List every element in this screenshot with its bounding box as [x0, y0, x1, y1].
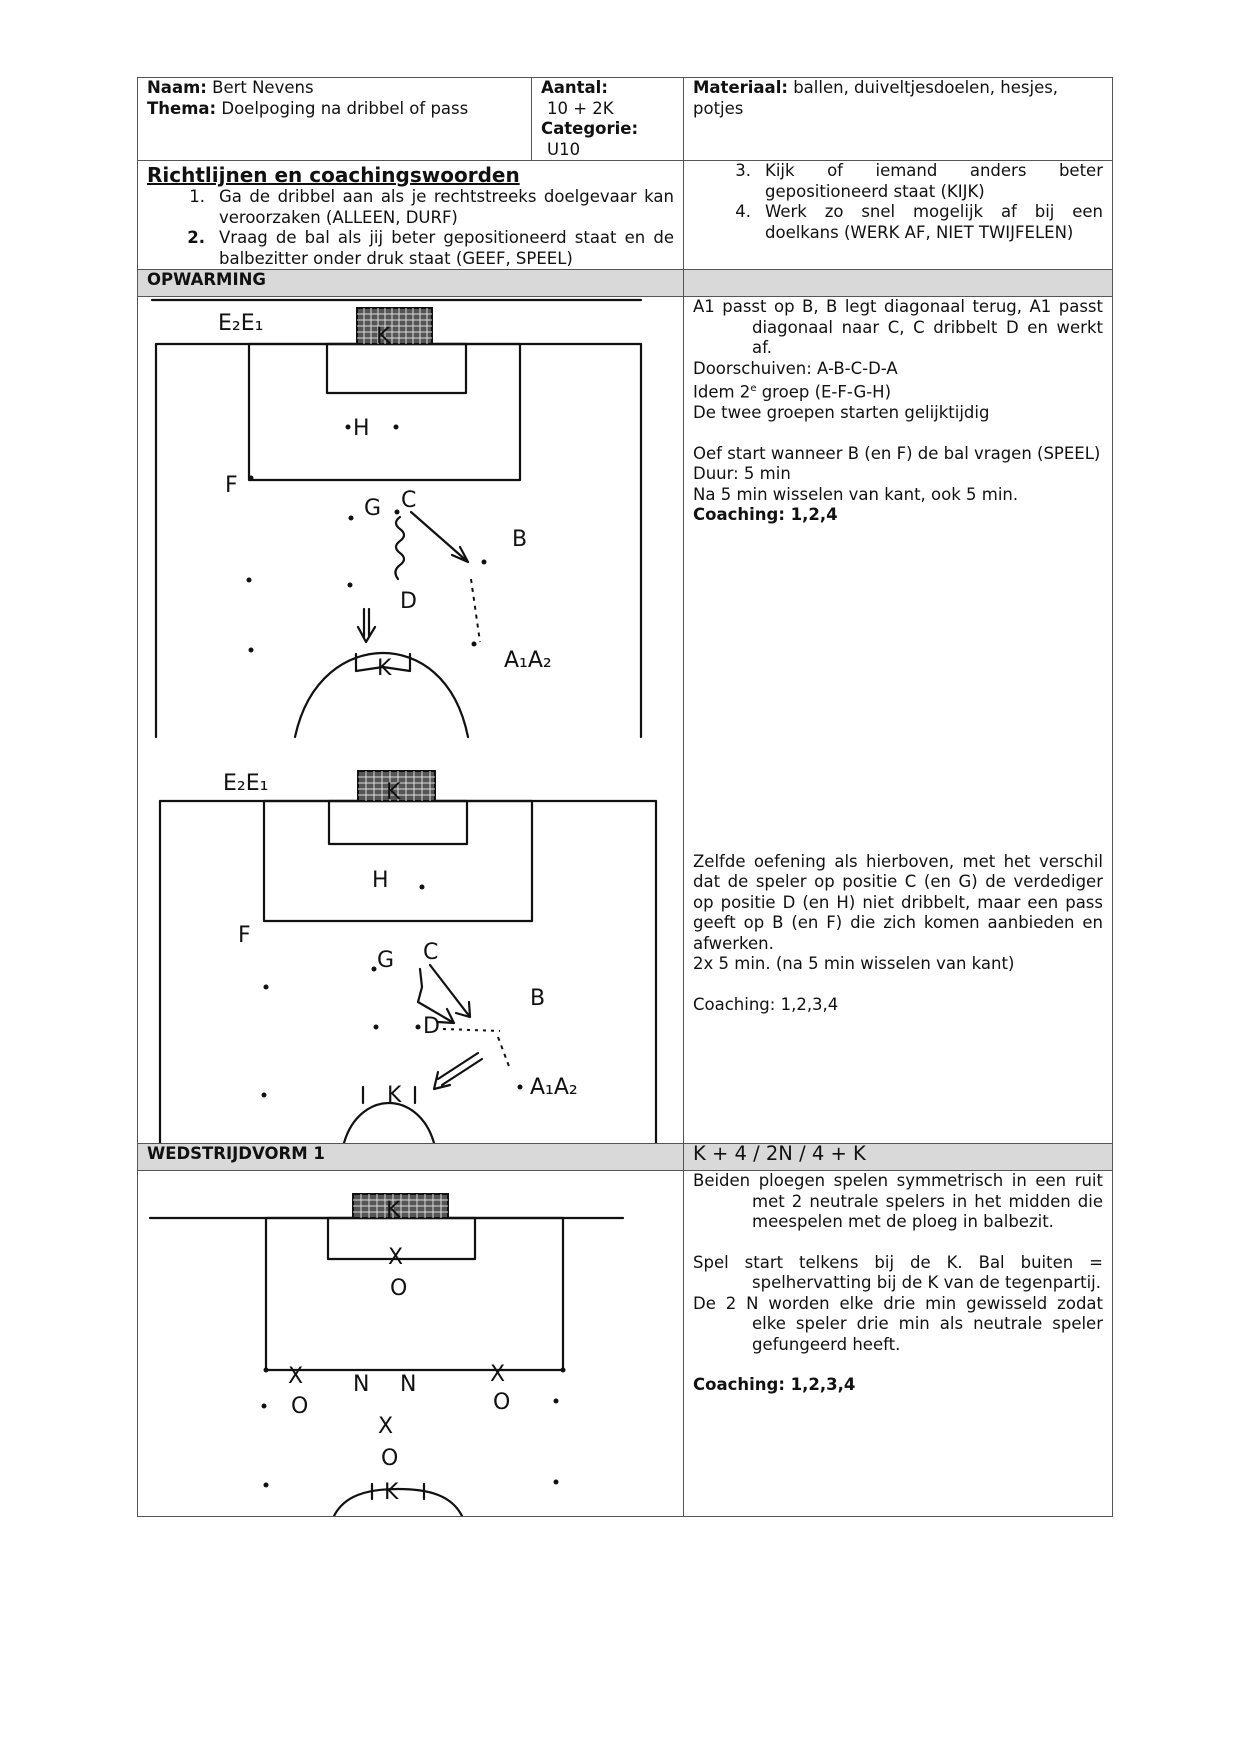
session-table: Naam: Bert Nevens Thema: Doelpoging na d…: [137, 77, 1113, 1517]
opwarming-title: OPWARMING: [137, 269, 684, 297]
guidelines-row: Richtlijnen en coachingswoorden 1.Ga de …: [137, 160, 1113, 270]
m-label-o1: O: [390, 1276, 407, 1301]
warmup-diagram-2: K E₂E₁ F H G C B D A₁A₂ K: [158, 770, 658, 1143]
label-f-2: F: [238, 923, 251, 948]
ex1-line1: A1 passt op B, B legt diagonaal terug, A…: [693, 297, 1103, 357]
m-label-x3: X: [490, 1362, 505, 1387]
match-line3: De 2 N worden elke drie min gewisseld zo…: [693, 1293, 1103, 1354]
ex2-text: Zelfde oefening als hierboven, met het v…: [693, 851, 1103, 953]
naam-value: Bert Nevens: [212, 78, 314, 97]
guidelines-right-cell: 3.Kijk of iemand anders beter geposition…: [683, 160, 1113, 270]
ex1-line2: Doorschuiven: A-B-C-D-A: [693, 358, 898, 378]
wedstrijdvorm-content-row: K X O X X N N O O X O K Beiden ploegen s…: [137, 1170, 1113, 1517]
guidelines-list-left: 1.Ga de dribbel aan als je rechtstreeks …: [147, 187, 674, 269]
match-line1: Beiden ploegen spelen symmetrisch in een…: [693, 1171, 1103, 1231]
label-b-2: B: [530, 986, 545, 1011]
header-material-cell: Materiaal: ballen, duiveltjesdoelen, hes…: [683, 77, 1113, 161]
m-label-k-top: K: [386, 1198, 401, 1223]
label-g: G: [364, 496, 381, 521]
m-label-n2: N: [400, 1372, 416, 1397]
wedstrijdvorm-title: WEDSTRIJDVORM 1: [137, 1143, 684, 1171]
ex1-line6: Duur: 5 min: [693, 464, 791, 483]
m-label-x2: X: [288, 1364, 303, 1389]
header-row: Naam: Bert Nevens Thema: Doelpoging na d…: [137, 77, 1113, 161]
opwarming-diagram-cell: K E₂E₁ F H G C B D A₁A₂ K: [137, 296, 684, 1144]
label-e: E₂E₁: [218, 311, 263, 336]
thema-label: Thema:: [147, 98, 217, 118]
m-label-o4: O: [381, 1446, 398, 1471]
ex1-line7: Na 5 min wisselen van kant, ook 5 min.: [693, 484, 1019, 504]
materiaal-label: Materiaal:: [693, 78, 788, 97]
match-diagram: K X O X X N N O O X O K: [148, 1193, 625, 1516]
session-sheet: Naam: Bert Nevens Thema: Doelpoging na d…: [137, 77, 1113, 1517]
aantal-value: 10 + 2K: [547, 98, 614, 118]
m-label-x4: X: [378, 1414, 393, 1439]
label-c-2: C: [423, 940, 438, 965]
thema-value: Doelpoging na dribbel of pass: [221, 98, 469, 118]
wedstrijdvorm-text-cell: Beiden ploegen spelen symmetrisch in een…: [683, 1170, 1113, 1517]
m-label-o2: O: [291, 1394, 308, 1419]
guideline-item: 1.Ga de dribbel aan als je rechtstreeks …: [189, 187, 674, 227]
header-name-cell: Naam: Bert Nevens Thema: Doelpoging na d…: [137, 77, 532, 161]
m-label-o3: O: [493, 1390, 510, 1415]
m-label-x1: X: [388, 1245, 403, 1270]
naam-label: Naam:: [147, 78, 207, 97]
ex1-coaching: Coaching: 1,2,4: [693, 505, 838, 524]
materiaal-value: ballen, duiveltjesdoelen, hesjes, potjes: [693, 78, 1059, 118]
wedstrijdvorm-diagram-cell: K X O X X N N O O X O K: [137, 1170, 684, 1517]
guidelines-title: Richtlijnen en coachingswoorden: [147, 163, 520, 187]
opwarming-header-row: OPWARMING: [137, 269, 1113, 297]
guideline-item: 2.Vraag de bal als jij beter gepositione…: [187, 228, 674, 268]
label-k-top-2: K: [386, 780, 401, 805]
label-k-top: K: [376, 324, 391, 349]
categorie-label: Categorie:: [541, 119, 639, 138]
m-label-k-bottom: K: [384, 1480, 399, 1505]
label-f: F: [225, 473, 238, 498]
guideline-item: 3.Kijk of iemand anders beter geposition…: [735, 161, 1103, 201]
ex2-duration: 2x 5 min. (na 5 min wisselen van kant): [693, 954, 1015, 973]
guidelines-list-right: 3.Kijk of iemand anders beter geposition…: [693, 161, 1103, 243]
label-k-bottom: K: [377, 656, 392, 681]
guideline-item: 4.Werk zo snel mogelijk af bij een doelk…: [735, 202, 1103, 242]
guidelines-left-cell: Richtlijnen en coachingswoorden 1.Ga de …: [137, 160, 684, 270]
header-count-cell: Aantal: 10 + 2K Categorie: U10: [531, 77, 684, 161]
label-d-2: D: [423, 1014, 440, 1039]
categorie-value: U10: [547, 139, 581, 159]
label-h-2: H: [372, 868, 389, 893]
match-line2: Spel start telkens bij de K. Bal buiten …: [693, 1252, 1103, 1293]
label-a: A₁A₂: [504, 648, 552, 673]
label-e-2: E₂E₁: [223, 771, 268, 796]
opwarming-text-cell: A1 passt op B, B legt diagonaal terug, A…: [683, 296, 1113, 1144]
ex1-line4: De twee groepen starten gelijktijdig: [693, 403, 990, 422]
opwarming-diagrams: K E₂E₁ F H G C B D A₁A₂ K: [150, 298, 658, 1143]
ex1-line3: Idem 2e groep (E-F-G-H): [693, 382, 892, 402]
match-coaching: Coaching: 1,2,3,4: [693, 1375, 856, 1394]
opwarming-header-empty: [683, 269, 1113, 297]
label-c: C: [401, 488, 416, 513]
label-a-2: A₁A₂: [530, 1075, 578, 1100]
aantal-label: Aantal:: [541, 78, 608, 97]
ex2-coaching: Coaching: 1,2,3,4: [693, 994, 839, 1014]
label-h: H: [353, 416, 370, 441]
label-g-2: G: [377, 948, 394, 973]
label-b: B: [512, 527, 527, 552]
label-d: D: [400, 589, 417, 614]
label-k-bottom-2: K: [387, 1083, 402, 1108]
wedstrijdvorm-header-row: WEDSTRIJDVORM 1 K + 4 / 2N / 4 + K: [137, 1143, 1113, 1171]
warmup-diagram-1: K E₂E₁ F H G C B D A₁A₂ K: [150, 298, 643, 739]
m-label-n1: N: [353, 1372, 369, 1397]
opwarming-content-row: K E₂E₁ F H G C B D A₁A₂ K: [137, 296, 1113, 1144]
wedstrijdvorm-format: K + 4 / 2N / 4 + K: [683, 1143, 1113, 1171]
ex1-line5: Oef start wanneer B (en F) de bal vragen…: [693, 443, 1101, 463]
